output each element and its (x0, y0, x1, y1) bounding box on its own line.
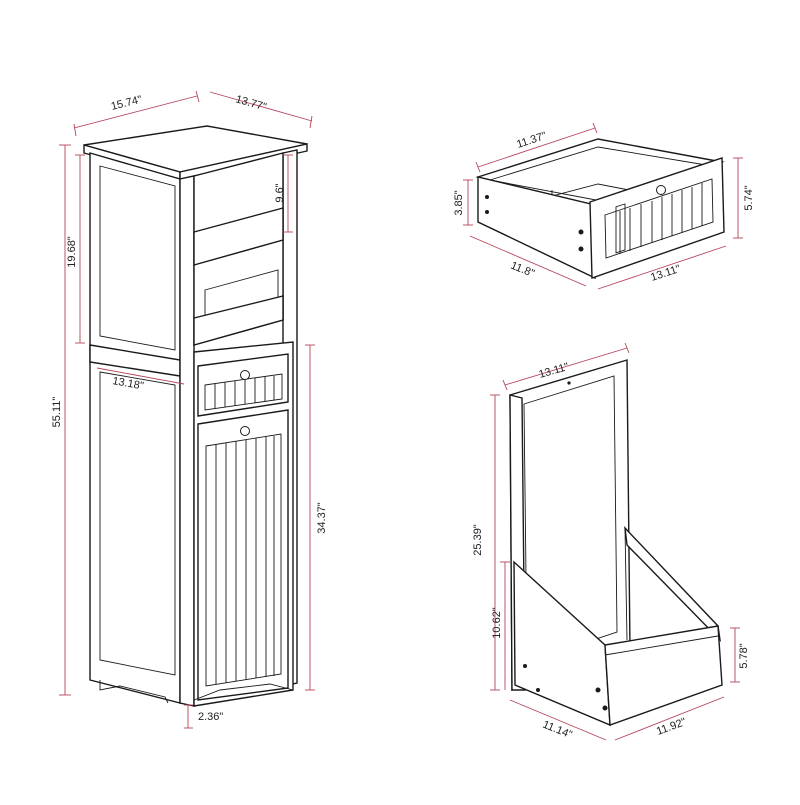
left-base-cutout (99, 680, 169, 704)
hamper-right-side-top (624, 525, 721, 643)
hamper-side-depth-label: 11.14" (541, 719, 574, 742)
hamper-side-hole (536, 688, 540, 692)
hamper-right-side-edge (624, 527, 628, 641)
hamper-frame-hole (567, 381, 571, 385)
drawer-slat-panel (204, 373, 283, 411)
drawer-front-height-label: 5.74" (743, 185, 755, 210)
hamper-side-hole (595, 687, 601, 693)
cabinet-upper-height-label: 19.68" (66, 236, 78, 268)
drawer-side-hole (485, 195, 489, 199)
hamper-front-panel (604, 625, 723, 726)
drawer-front-panel (589, 157, 725, 279)
hamper-front-height-label: 5.78" (738, 643, 750, 668)
cabinet-inner-width-label: 13.18" (111, 375, 144, 392)
shelf-2 (193, 295, 284, 346)
drawer-side-hole (578, 246, 584, 252)
cabinet-leg-height-label: 2.36" (198, 711, 223, 723)
drawer-depth-label: 11.37" (515, 130, 548, 151)
drawer-front-inset (604, 178, 714, 259)
drawer-height-label: 3.85" (453, 190, 465, 215)
cabinet-depth-label: 13.77" (234, 93, 268, 113)
drawer-knob (240, 370, 250, 380)
front-base-cutout (193, 683, 294, 701)
hamper-frame (509, 359, 723, 727)
drawer-box-knob (656, 185, 666, 195)
hamper-front-width-label: 11.92" (655, 716, 688, 738)
drawer-front-slats (615, 183, 703, 254)
drawer-box (475, 138, 725, 280)
cabinet-dimension-lines (59, 90, 315, 729)
shelf-1-edge (193, 239, 284, 266)
cabinet-lower-height-label: 34.37" (316, 502, 328, 534)
hamper-height-label: 25.39" (472, 524, 484, 556)
drawer-slats (214, 376, 275, 409)
tall-cabinet (83, 125, 308, 707)
door-knob (240, 426, 250, 436)
hamper-door (197, 409, 289, 701)
front-post (179, 175, 195, 707)
hamper-side-hole (602, 705, 608, 711)
drawer-front-width-label: 13.11" (649, 263, 682, 284)
lower-side-panel (99, 371, 176, 676)
drawer-dimension-lines (463, 122, 743, 290)
cabinet-shelf-gap-label: 9.6" (274, 183, 286, 202)
hamper-side-hole (523, 664, 527, 668)
drawer-side-hole (578, 229, 584, 235)
drawer-side (477, 176, 596, 280)
hamper-dimension-lines (490, 342, 740, 741)
drawer-front (197, 353, 289, 417)
drawer-side-hole (485, 210, 489, 214)
upper-side-panel (99, 165, 176, 351)
cabinet-top-side-edge (179, 143, 308, 180)
cabinet-total-height-label: 55.11" (51, 397, 63, 428)
door-slats (215, 436, 275, 684)
hamper-side-height-label: 10.62" (491, 607, 503, 639)
hamper-front-rim (604, 635, 719, 656)
cabinet-width-label: 15.74" (110, 94, 143, 113)
cabinet-left-face (89, 152, 181, 704)
